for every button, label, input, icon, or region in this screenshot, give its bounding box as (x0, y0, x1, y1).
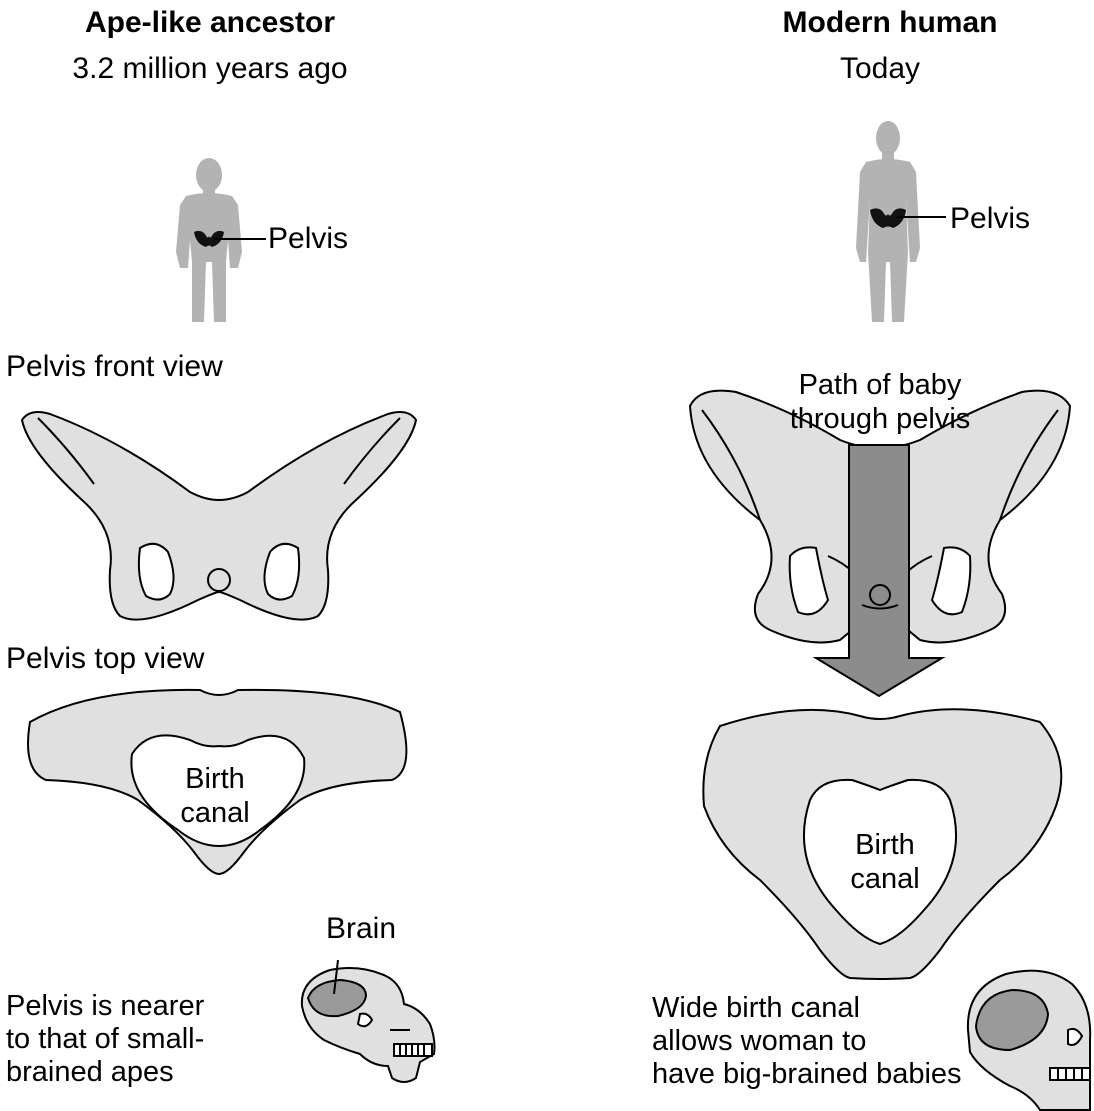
front-view-label: Pelvis front view (6, 350, 223, 384)
modern-birth-canal-label: Birth canal (820, 828, 950, 896)
ancestor-title: Ape-like ancestor (60, 6, 360, 40)
ancestor-pelvis-front-view (22, 412, 416, 620)
baby-path-label: Path of baby through pelvis (750, 368, 1010, 436)
modern-pelvis-label: Pelvis (950, 202, 1030, 236)
modern-pubic-symphysis (870, 585, 890, 605)
ancestor-pelvis-label: Pelvis (268, 222, 348, 256)
top-view-label: Pelvis top view (6, 642, 204, 676)
modern-subtitle: Today (780, 52, 980, 86)
human-skull-icon (968, 971, 1090, 1110)
ancestor-birth-canal-label: Birth canal (150, 762, 280, 830)
ancestor-subtitle: 3.2 million years ago (40, 52, 380, 86)
modern-title: Modern human (730, 6, 1050, 40)
ancestor-caption: Pelvis is nearer to that of small- brain… (6, 990, 204, 1089)
ape-skull-icon (302, 968, 435, 1082)
modern-caption: Wide birth canal allows woman to have bi… (652, 992, 962, 1091)
brain-label: Brain (326, 912, 396, 946)
